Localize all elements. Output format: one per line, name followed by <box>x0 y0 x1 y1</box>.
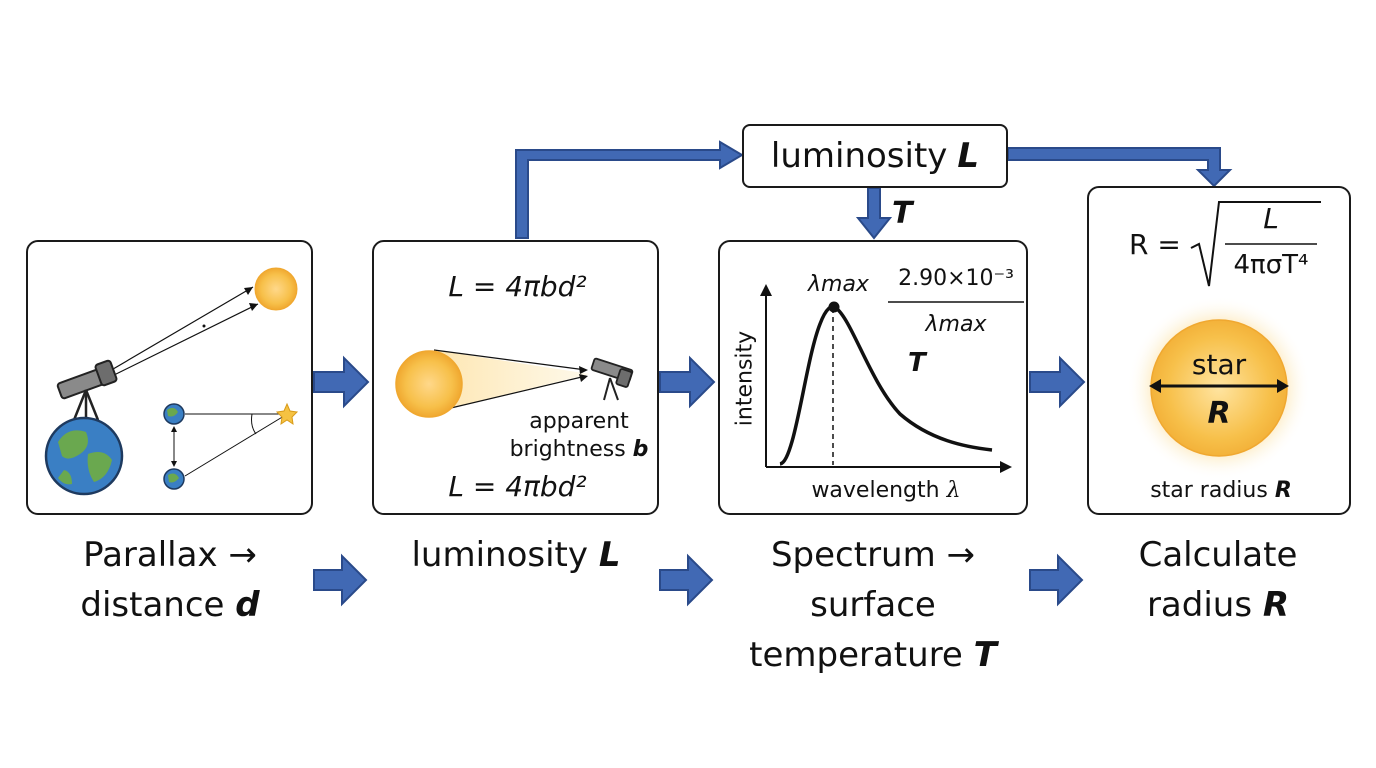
peak-label: λmax <box>808 272 869 297</box>
light-beam <box>434 350 590 412</box>
sqrt-sign <box>1190 201 1321 287</box>
caption-parallax: Parallax → distance d <box>20 530 320 630</box>
caption-radius-line2: radius R <box>1146 585 1290 625</box>
caption-arrow-2 <box>659 553 714 607</box>
sun-icon <box>254 267 298 311</box>
formula-luminosity-bottom: L = 4πbd² <box>448 470 587 503</box>
caption-parallax-line2: distance d <box>80 585 260 625</box>
apparent-label-line1: apparent <box>529 409 629 434</box>
panel-luminosity: L = 4πbd² apparent brightness b L = 4πbd… <box>372 240 659 515</box>
y-axis-label: intensity <box>732 330 758 427</box>
peak-marker <box>828 301 840 313</box>
connector-arrow-from-luminosity <box>1007 147 1233 188</box>
apparent-brightness-label: apparent brightness b <box>504 408 654 464</box>
x-axis-label: wavelength λ <box>811 478 961 503</box>
panel-spectrum: intensity λmax 2.90×10⁻³ λmax T waveleng… <box>718 240 1028 515</box>
radius-formula-denominator: 4πσT⁴ <box>1233 250 1309 280</box>
sight-line-upper <box>107 286 254 373</box>
star-icon <box>275 402 299 426</box>
caption-arrow-3 <box>1029 553 1084 607</box>
caption-spectrum-line3: temperature T <box>749 635 997 675</box>
sun-icon <box>395 350 463 418</box>
star-radius-symbol: R <box>1207 396 1231 431</box>
caption-luminosity-line1: luminosity L <box>411 535 621 575</box>
caption-luminosity: luminosity L <box>366 530 666 580</box>
luminosity-symbol: L <box>957 136 980 176</box>
panel-parallax <box>26 240 313 515</box>
earth-icon-upper <box>163 403 185 425</box>
temperature-symbol-top: T <box>892 196 913 231</box>
caption-radius-line1: Calculate <box>1138 535 1298 575</box>
fraction-numerator: 2.90×10⁻³ <box>898 266 1014 291</box>
caption-spectrum-line2: surface <box>810 585 936 625</box>
caption-radius: Calculate radius R <box>1068 530 1368 630</box>
caption-spectrum: Spectrum → surface temperature T <box>708 530 1038 680</box>
luminosity-box: luminosity L <box>742 124 1008 188</box>
caption-spectrum-line1: Spectrum → <box>770 535 976 575</box>
parallax-line-lower <box>184 415 285 477</box>
connector-arrow-to-luminosity <box>515 140 744 239</box>
star-body <box>1150 319 1288 457</box>
star-label: star <box>1191 348 1247 381</box>
earth-icon-large <box>44 416 124 496</box>
down-arrow-T <box>855 187 893 240</box>
panel-radius: R = L 4πσT⁴ star R star radius R <box>1087 186 1351 515</box>
telescope-icon <box>56 359 118 422</box>
apparent-label-line2: brightness b <box>509 437 649 462</box>
fraction-temperature-symbol: T <box>908 348 926 378</box>
flow-arrow-1 <box>313 355 370 409</box>
radius-formula-lhs: R = <box>1129 228 1181 261</box>
star-radius-label: star radius R <box>1150 478 1292 503</box>
luminosity-label: luminosity <box>770 136 948 176</box>
caption-arrow-1 <box>313 553 368 607</box>
telescope-icon-small <box>590 357 634 401</box>
fraction-denominator: λmax <box>925 312 987 337</box>
radius-formula-numerator: L <box>1263 202 1279 235</box>
flow-arrow-2 <box>659 355 716 409</box>
flow-arrow-3 <box>1029 355 1086 409</box>
earth-icon-lower <box>163 468 185 490</box>
sight-line-lower <box>109 303 259 378</box>
caption-parallax-line1: Parallax → <box>83 535 257 575</box>
formula-luminosity-top: L = 4πbd² <box>448 270 587 303</box>
